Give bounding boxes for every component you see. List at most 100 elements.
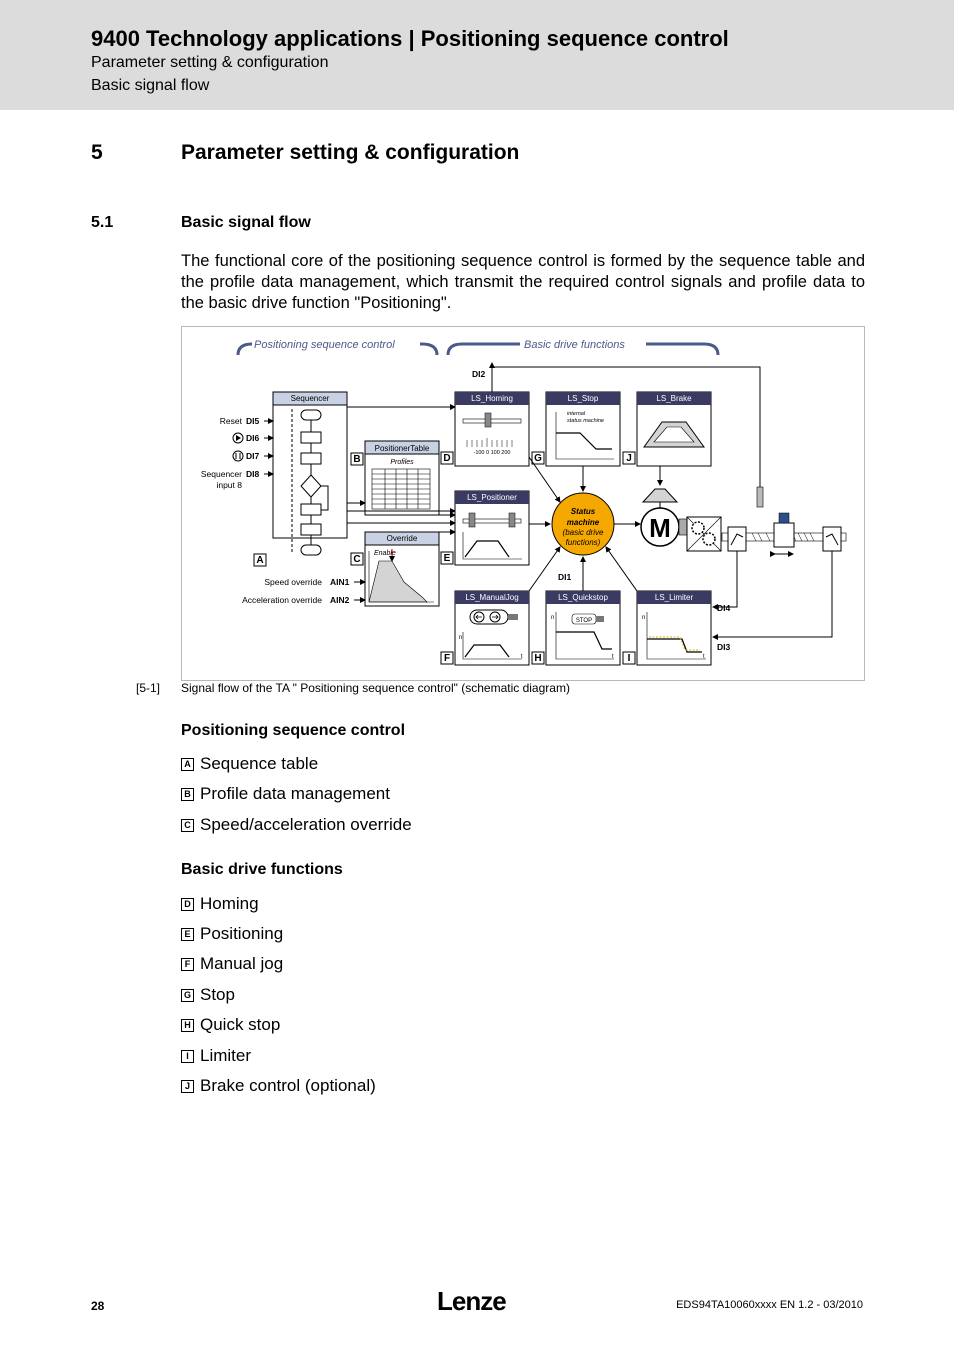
ain1-label: AIN1 [330, 577, 350, 587]
label-I: I [628, 653, 631, 664]
label-A: A [256, 555, 263, 566]
letter-box: I [181, 1049, 194, 1063]
item-text: Stop [200, 985, 235, 1004]
di1-label: DI1 [558, 572, 572, 582]
psc-heading: Positioning sequence control [181, 722, 406, 739]
page-number: 28 [91, 1299, 105, 1313]
override-title: Override [387, 534, 418, 543]
di5-label: DI5 [246, 416, 260, 426]
ls-brake-title: LS_Brake [656, 394, 692, 403]
bracket-left-label: Positioning sequence control [254, 339, 395, 351]
item-text: Profile data management [200, 784, 390, 803]
header-title: 9400 Technology applications | Positioni… [91, 26, 729, 51]
ls-stop-title: LS_Stop [568, 394, 599, 403]
figure-caption-number: [5-1] [136, 681, 161, 695]
letter-box: B [181, 787, 194, 801]
sequencer-input-line1: Sequencer [201, 469, 242, 479]
psc-item-c: C Speed/acceleration override [181, 814, 412, 836]
signal-flow-figure: Positioning sequence control Basic drive… [181, 326, 865, 681]
profiles-label: Profiles [390, 459, 414, 466]
ls-positioner-title: LS_Positioner [467, 493, 517, 502]
letter-box: F [181, 957, 194, 971]
status-line4: functions) [566, 538, 601, 547]
letter-box: C [181, 818, 194, 832]
ls-manualjog-title: LS_ManualJog [465, 593, 518, 602]
item-text: Manual jog [200, 954, 284, 973]
item-text: Homing [200, 894, 259, 913]
label-J: J [626, 453, 632, 464]
ain2-label: AIN2 [330, 595, 350, 605]
item-text: Sequence table [200, 754, 319, 773]
letter-box: D [181, 897, 194, 911]
accel-override-label: Acceleration override [242, 595, 322, 605]
status-line1: Status [571, 507, 596, 516]
bdf-item-d: D Homing [181, 893, 259, 915]
limit-switch-right [822, 526, 842, 552]
di6-label: DI6 [246, 433, 260, 443]
bdf-item-j: J Brake control (optional) [181, 1075, 376, 1097]
label-D: D [443, 453, 450, 464]
speed-override-label: Speed override [264, 577, 322, 587]
letter-box: J [181, 1079, 194, 1093]
quickstop-axis-n: n [551, 615, 554, 621]
item-text: Limiter [200, 1046, 252, 1065]
jog-axis-n: n [459, 635, 462, 641]
reset-label: Reset [220, 416, 243, 426]
label-C: C [353, 554, 360, 565]
header-chapter: Parameter setting & configuration [91, 54, 329, 71]
ls-quickstop-title: LS_Quickstop [558, 593, 608, 602]
page-header: 9400 Technology applications | Positioni… [0, 0, 954, 110]
status-line3: (basic drive [563, 528, 604, 537]
di4-label: DI4 [717, 603, 731, 613]
quickstop-axis-t: t [612, 654, 614, 660]
sequencer-title: Sequencer [291, 394, 330, 403]
di8-label: DI8 [246, 469, 260, 479]
psc-item-b: B Profile data management [181, 783, 390, 805]
homing-ticks: -100 0 100 200 [473, 450, 510, 456]
item-text: Positioning [200, 924, 284, 943]
letter-box: E [181, 927, 194, 941]
document-id: EDS94TA10060xxxx EN 1.2 - 03/2010 [676, 1299, 863, 1311]
label-H: H [534, 653, 541, 664]
label-B: B [353, 454, 360, 465]
letter-box: A [181, 757, 194, 771]
bdf-item-i: I Limiter [181, 1045, 251, 1067]
label-E: E [444, 553, 451, 564]
bracket-right-label: Basic drive functions [524, 339, 625, 351]
lenze-logo: Lenze [437, 1286, 507, 1316]
signal-flow-diagram: Positioning sequence control Basic drive… [201, 337, 847, 666]
section-number: 5.1 [91, 214, 114, 231]
section-title: Basic signal flow [181, 214, 311, 231]
di7-label: DI7 [246, 451, 260, 461]
di3-label: DI3 [717, 642, 731, 652]
motor-label: M [649, 513, 671, 543]
sequencer-input-line2: input 8 [216, 480, 242, 490]
brake-icon [641, 488, 679, 503]
di2-label: DI2 [472, 369, 486, 379]
internal-label-2: status machine [567, 418, 604, 424]
pause-icon [232, 450, 244, 462]
psc-item-a: A Sequence table [181, 753, 318, 775]
header-section: Basic signal flow [91, 77, 210, 94]
item-text: Brake control (optional) [200, 1076, 376, 1095]
chapter-number: 5 [91, 141, 103, 164]
status-line2: machine [567, 518, 600, 527]
letter-box: G [181, 988, 194, 1002]
ls-limiter-title: LS_Limiter [655, 593, 694, 602]
limiter-axis-n: n [642, 615, 645, 621]
item-text: Quick stop [200, 1015, 281, 1034]
enable-label: Enable [374, 550, 396, 557]
letter-box: H [181, 1018, 194, 1032]
bdf-item-e: E Positioning [181, 923, 283, 945]
intro-paragraph: The functional core of the positioning s… [181, 252, 865, 312]
bdf-item-h: H Quick stop [181, 1014, 280, 1036]
figure-caption-text: Signal flow of the TA " Positioning sequ… [181, 681, 570, 695]
internal-label-1: internal [567, 411, 586, 417]
stop-sign-label: STOP [576, 618, 592, 624]
limit-switch-left [727, 526, 747, 552]
label-F: F [444, 653, 450, 664]
item-text: Speed/acceleration override [200, 815, 412, 834]
label-G: G [534, 453, 542, 464]
bdf-item-g: G Stop [181, 984, 235, 1006]
bdf-heading: Basic drive functions [181, 861, 343, 878]
